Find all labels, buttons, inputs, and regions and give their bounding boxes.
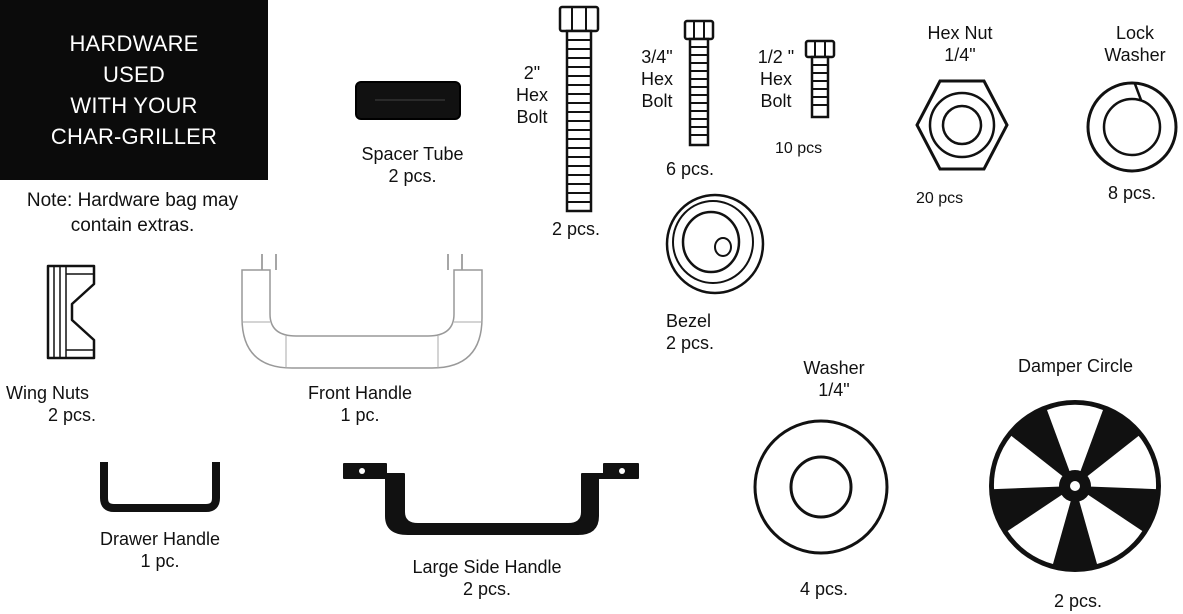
hex-bolt-34in-label-1: 3/4" (641, 47, 673, 67)
large-side-handle-qty: 2 pcs. (462, 579, 512, 599)
front-handle-illustration (241, 254, 483, 369)
drawer-handle-label: Drawer Handle (99, 529, 221, 549)
washer-label-2: 1/4" (818, 380, 850, 400)
large-side-handle-illustration (343, 463, 639, 535)
wing-nut-illustration (46, 264, 96, 360)
hex-nut-illustration (915, 79, 1009, 171)
lock-washer-label-1: Lock (1115, 23, 1155, 43)
bezel-illustration (665, 193, 765, 295)
hex-nut-qty: 20 pcs (916, 190, 964, 207)
hex-bolt-2in-label-3: Bolt (516, 107, 548, 127)
hex-bolt-12in-label-3: Bolt (760, 91, 792, 111)
title-line-3: WITH YOUR (70, 93, 198, 118)
hex-nut-label-1: Hex Nut (927, 23, 993, 43)
spacer-tube-label: Spacer Tube (361, 144, 464, 164)
spacer-tube-illustration (355, 81, 461, 120)
hardware-note: Note: Hardware bag may contain extras. (26, 190, 239, 236)
hex-bolt-2in-label-1: 2" (523, 63, 541, 83)
wing-nuts-label: Wing Nuts (6, 383, 90, 403)
washer-illustration (753, 419, 889, 555)
hex-bolt-34in-label-3: Bolt (641, 91, 673, 111)
damper-circle-qty: 2 pcs. (1054, 591, 1103, 611)
damper-circle-illustration (989, 400, 1161, 572)
hardware-title-box: HARDWARE USED WITH YOUR CHAR-GRILLER (0, 0, 268, 180)
lock-washer-qty: 8 pcs. (1108, 183, 1157, 203)
hex-bolt-12in-label-2: Hex (759, 69, 792, 89)
hex-bolt-12in-illustration (804, 39, 836, 119)
washer-qty: 4 pcs. (800, 579, 849, 599)
damper-circle-label: Damper Circle (1018, 356, 1134, 376)
lock-washer-label-2: Washer (1104, 45, 1166, 65)
title-line-1: HARDWARE (69, 31, 199, 56)
hex-bolt-12in-label-1: 1/2 " (757, 47, 795, 67)
hex-bolt-34in-illustration (683, 19, 715, 147)
front-handle-label: Front Handle (307, 383, 413, 403)
hex-bolt-2in-illustration (558, 5, 600, 213)
hex-nut-label-2: 1/4" (944, 45, 976, 65)
front-handle-qty: 1 pc. (340, 405, 380, 425)
hex-bolt-34in-qty: 6 pcs. (666, 159, 715, 179)
hex-bolt-2in-label-2: Hex (515, 85, 548, 105)
bezel-qty: 2 pcs. (666, 333, 715, 353)
hex-bolt-34in-label-2: Hex (640, 69, 673, 89)
title-line-2: USED (103, 62, 165, 87)
bezel-label: Bezel (666, 311, 712, 331)
drawer-handle-qty: 1 pc. (140, 551, 180, 571)
title-line-4: CHAR-GRILLER (50, 124, 218, 149)
drawer-handle-illustration (100, 462, 220, 512)
large-side-handle-label: Large Side Handle (412, 557, 562, 577)
lock-washer-illustration (1086, 81, 1178, 173)
spacer-tube-qty: 2 pcs. (388, 166, 437, 186)
wing-nuts-qty: 2 pcs. (48, 405, 97, 425)
washer-label-1: Washer (803, 358, 865, 378)
hex-bolt-12in-qty: 10 pcs (775, 140, 823, 157)
hex-bolt-2in-qty: 2 pcs. (552, 219, 601, 239)
